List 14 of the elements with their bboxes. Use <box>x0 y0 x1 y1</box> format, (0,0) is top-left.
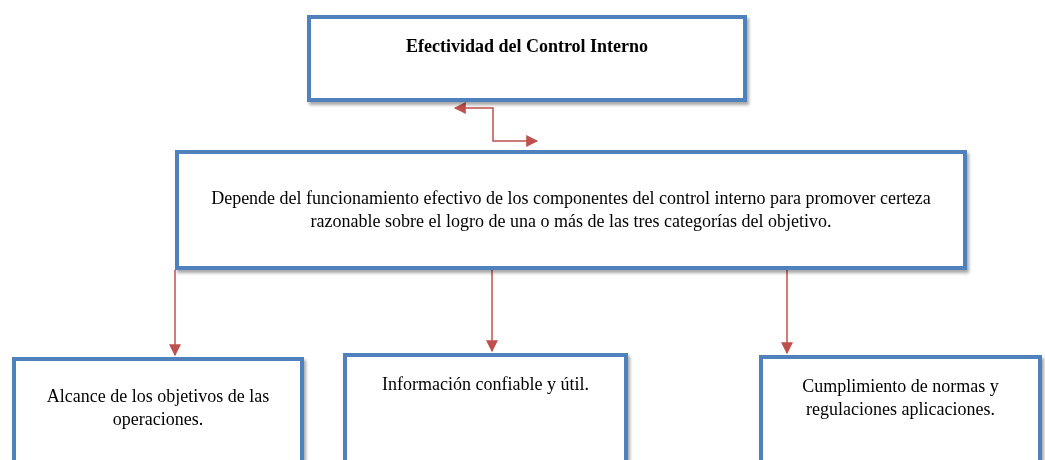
process-box <box>175 150 967 270</box>
box-text: Alcance de los objetivos de las operaciones. <box>45 385 271 432</box>
box-text: Cumplimiento de normas y regulaciones aplicaciones. <box>801 375 1000 422</box>
title-box <box>307 15 747 102</box>
box-text: Información confiable y útil. <box>382 373 589 396</box>
arrow <box>781 269 793 355</box>
arrow <box>486 269 498 353</box>
box-title: Efectividad del Control Interno <box>405 35 649 58</box>
box-text: Depende del funcionamiento efectivo de los componentes del control interno para promover certeza razonable sobre el logro de una o más de las tres categorías del objetivo. <box>210 186 932 233</box>
arrow <box>453 102 539 147</box>
process-box <box>759 355 1042 460</box>
process-box <box>343 353 628 460</box>
process-box <box>12 357 304 460</box>
arrow <box>169 269 181 357</box>
